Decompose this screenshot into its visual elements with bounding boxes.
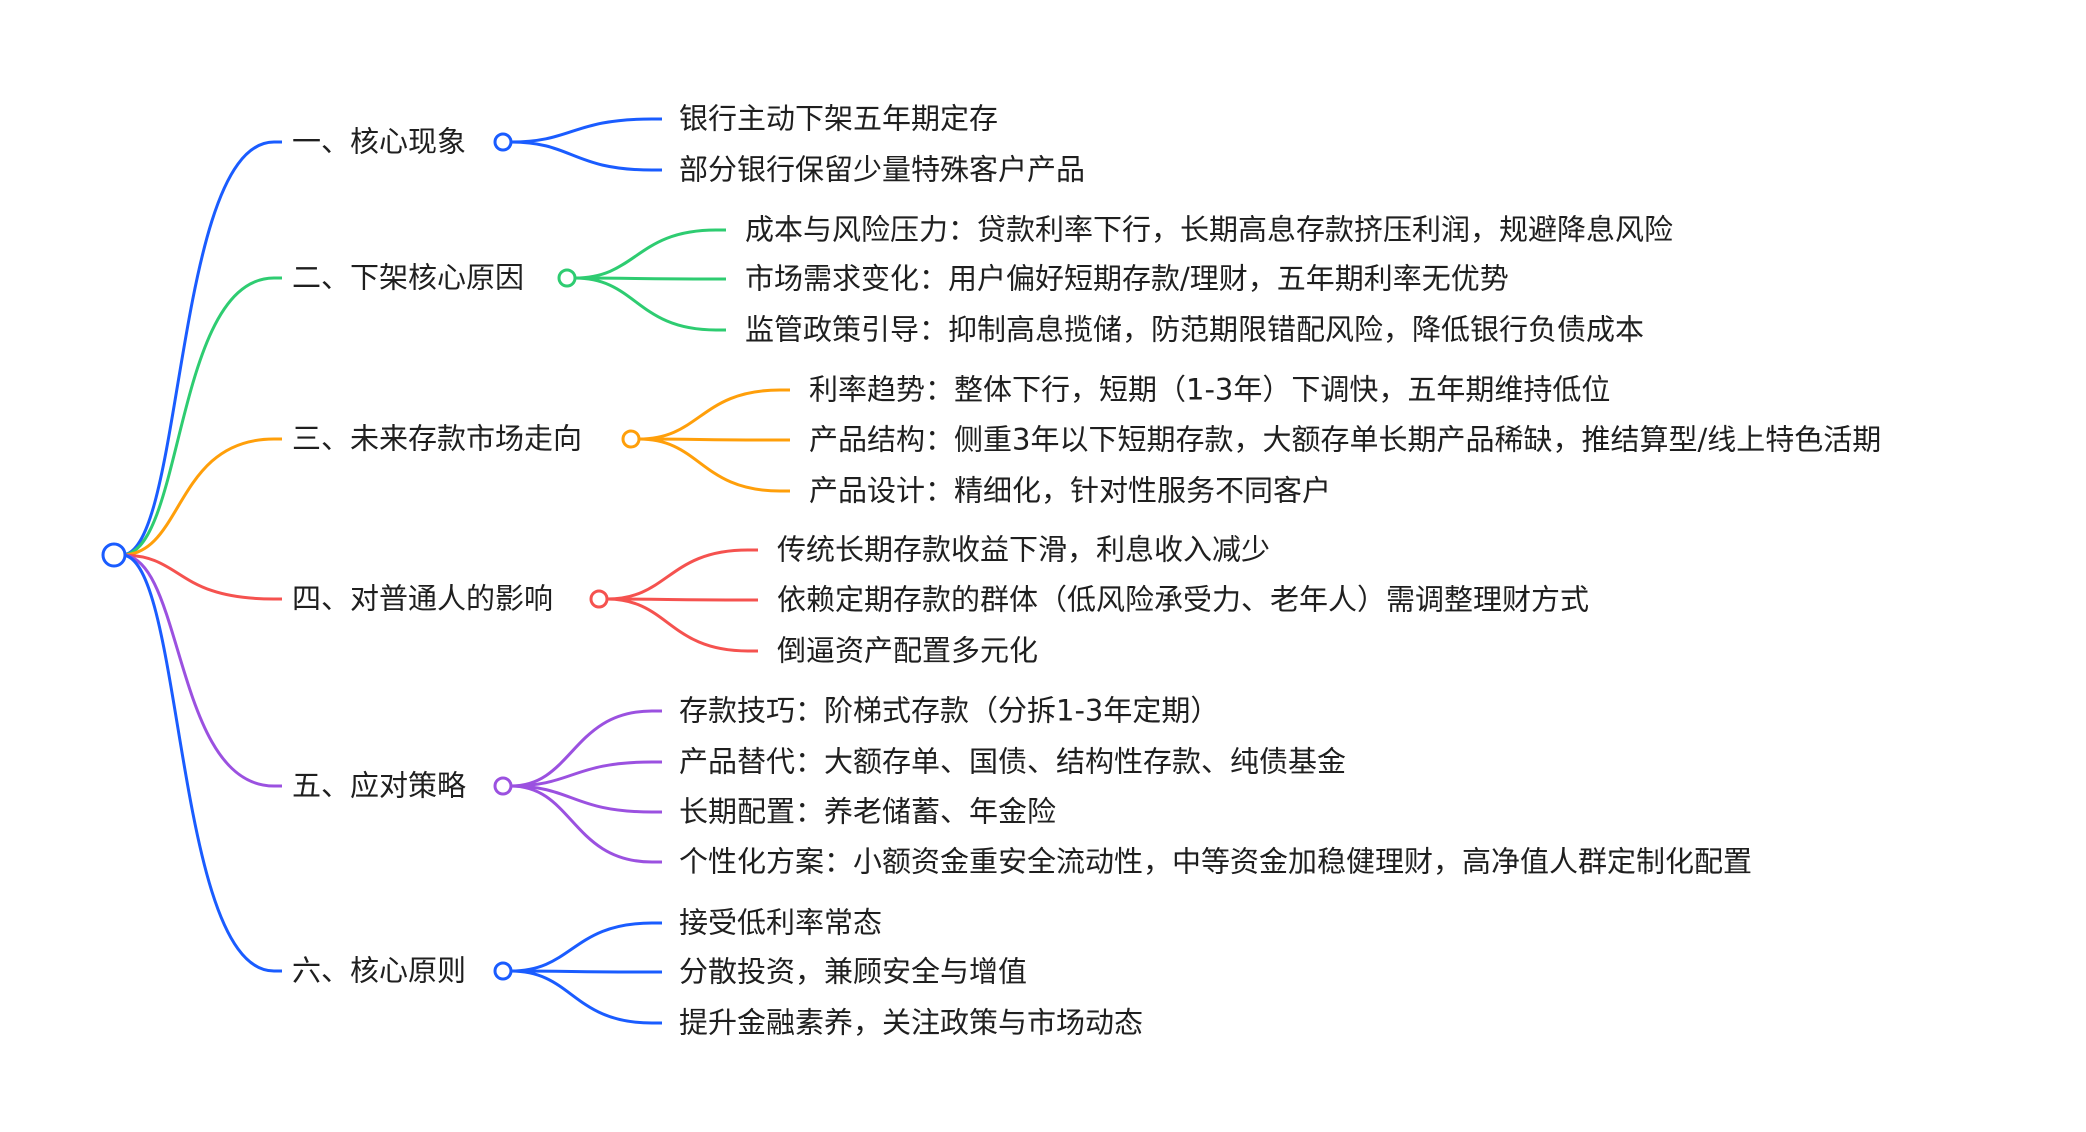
leaf-connector	[510, 921, 662, 973]
branch-label[interactable]: 三、未来存款市场走向	[292, 421, 583, 456]
leaf-connector	[510, 760, 662, 788]
leaf-connector	[574, 228, 726, 280]
leaf-connector	[510, 784, 662, 864]
branch-connector	[121, 276, 282, 557]
leaf-connector	[510, 784, 662, 814]
leaf-node[interactable]: 倒逼资产配置多元化	[777, 633, 1039, 668]
branch-connector	[121, 553, 282, 788]
leaf-node[interactable]: 产品替代：大额存单、国债、结构性存款、纯债基金	[679, 744, 1347, 779]
leaf-connector	[574, 276, 726, 281]
leaf-node[interactable]: 监管政策引导：抑制高息揽储，防范期限错配风险，降低银行负债成本	[745, 312, 1645, 347]
branch-connector	[121, 553, 282, 601]
leaf-node[interactable]: 存款技巧：阶梯式存款（分拆1-3年定期）	[679, 693, 1220, 728]
leaf-node[interactable]: 市场需求变化：用户偏好短期存款/理财，五年期利率无优势	[745, 261, 1509, 296]
branch-label[interactable]: 六、核心原则	[292, 953, 467, 988]
branch-collapse-toggle[interactable]	[589, 589, 609, 609]
branch-collapse-toggle[interactable]	[493, 132, 513, 152]
leaf-node[interactable]: 利率趋势：整体下行，短期（1-3年）下调快，五年期维持低位	[809, 372, 1611, 407]
leaf-node[interactable]: 传统长期存款收益下滑，利息收入减少	[777, 532, 1271, 567]
leaf-node[interactable]: 依赖定期存款的群体（低风险承受力、老年人）需调整理财方式	[777, 582, 1590, 617]
leaf-connector	[510, 969, 662, 1025]
branch-label[interactable]: 一、核心现象	[292, 124, 467, 159]
leaf-node[interactable]: 提升金融素养，关注政策与市场动态	[679, 1005, 1144, 1040]
leaf-connector	[574, 276, 726, 332]
branch-connector	[121, 437, 282, 557]
leaf-connector	[606, 548, 758, 601]
leaf-node[interactable]: 银行主动下架五年期定存	[679, 101, 999, 136]
leaf-node[interactable]: 部分银行保留少量特殊客户产品	[679, 152, 1086, 187]
branch-collapse-toggle[interactable]	[557, 268, 577, 288]
leaf-node[interactable]: 长期配置：养老储蓄、年金险	[679, 794, 1057, 829]
leaf-node[interactable]: 接受低利率常态	[679, 905, 883, 940]
leaf-node[interactable]: 产品结构：侧重3年以下短期存款，大额存单长期产品稀缺，推结算型/线上特色活期	[809, 422, 1882, 457]
leaf-connector	[510, 140, 662, 172]
leaf-connector	[606, 597, 758, 653]
leaf-connector	[510, 117, 662, 144]
leaf-node[interactable]: 个性化方案：小额资金重安全流动性，中等资金加稳健理财，高净值人群定制化配置	[679, 844, 1753, 879]
leaf-connector	[638, 388, 790, 441]
leaf-connector	[638, 437, 790, 442]
leaf-node[interactable]: 产品设计：精细化，针对性服务不同客户	[809, 473, 1332, 508]
leaf-node[interactable]: 分散投资，兼顾安全与增值	[679, 954, 1028, 989]
branch-label[interactable]: 二、下架核心原因	[292, 260, 525, 295]
leaf-node[interactable]: 成本与风险压力：贷款利率下行，长期高息存款挤压利润，规避降息风险	[745, 212, 1674, 247]
branch-collapse-toggle[interactable]	[493, 961, 513, 981]
branch-connector	[121, 553, 282, 973]
leaf-connector	[510, 709, 662, 788]
root-node-toggle[interactable]	[101, 542, 127, 568]
leaf-connector	[638, 437, 790, 493]
branch-collapse-toggle[interactable]	[621, 429, 641, 449]
branch-label[interactable]: 五、应对策略	[292, 768, 467, 803]
leaf-connector	[510, 969, 662, 974]
branch-collapse-toggle[interactable]	[493, 776, 513, 796]
leaf-connector	[606, 597, 758, 602]
branch-connector	[121, 140, 282, 557]
branch-label[interactable]: 四、对普通人的影响	[292, 581, 554, 616]
